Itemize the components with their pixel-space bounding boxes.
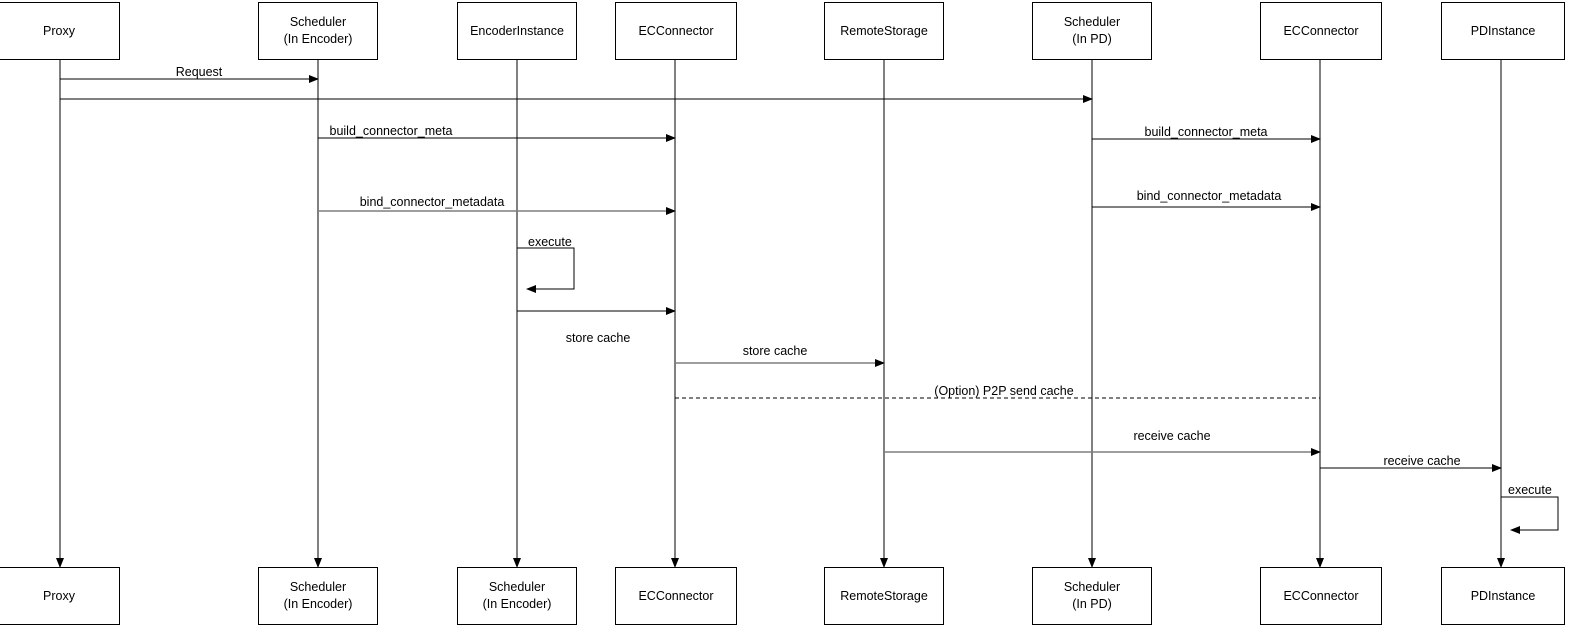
participant-bottom-sched_enc_b[interactable]: Scheduler (In Encoder) [258,567,378,625]
participant-top-remote_storage[interactable]: RemoteStorage [824,2,944,60]
participant-top-label: ECConnector [1283,23,1359,38]
participant-bottom-remote_storage_b[interactable]: RemoteStorage [824,567,944,625]
participant-top-label: Scheduler (In Encoder) [283,15,353,46]
lifelines-group [56,60,1505,568]
participant-top-encoder[interactable]: EncoderInstance [457,2,577,60]
participant-top-label: ECConnector [638,23,714,38]
participant-bottom-label: ECConnector [1283,588,1359,603]
participant-bottom-pdinstance_b[interactable]: PDInstance [1441,567,1565,625]
message-label-m1: Request [175,65,223,79]
participant-top-label: PDInstance [1470,23,1536,38]
participant-top-ecconn_right[interactable]: ECConnector [1260,2,1382,60]
message-label-m3: build_connector_meta [329,124,453,138]
self-messages-group [517,247,1559,534]
participant-bottom-ecconn_right_b[interactable]: ECConnector [1260,567,1382,625]
participant-bottom-label: Proxy [43,588,75,603]
message-label-m10: receive cache [1133,429,1211,443]
participant-bottom-proxy_b[interactable]: Proxy [0,567,120,625]
participant-top-label: Scheduler (In PD) [1063,15,1121,46]
participant-top-label: Proxy [43,23,75,38]
participant-top-ecconn_left[interactable]: ECConnector [615,2,737,60]
participant-top-sched_enc[interactable]: Scheduler (In Encoder) [258,2,378,60]
participant-bottom-sched_enc_b2[interactable]: Scheduler (In Encoder) [457,567,577,625]
self-message-s1 [517,247,575,293]
participant-top-pdinstance[interactable]: PDInstance [1441,2,1565,60]
participant-bottom-label: Scheduler (In Encoder) [283,580,353,611]
participant-top-label: RemoteStorage [840,23,928,38]
participant-bottom-label: Scheduler (In PD) [1063,580,1121,611]
message-label-m7: store cache [565,331,631,345]
self-message-label-s1: execute [528,235,572,249]
message-label-m8: store cache [742,344,808,358]
message-label-m9: (Option) P2P send cache [934,384,1074,398]
message-label-m4: build_connector_meta [1144,125,1268,139]
participant-top-sched_pd[interactable]: Scheduler (In PD) [1032,2,1152,60]
self-message-label-s2: execute [1508,483,1552,497]
participant-bottom-label: PDInstance [1470,588,1536,603]
self-message-s2 [1501,496,1559,534]
messages-group [60,75,1502,472]
participant-bottom-label: Scheduler (In Encoder) [482,580,552,611]
participant-bottom-label: ECConnector [638,588,714,603]
message-label-m11: receive cache [1383,454,1461,468]
participant-bottom-sched_pd_b[interactable]: Scheduler (In PD) [1032,567,1152,625]
participant-bottom-ecconn_left_b[interactable]: ECConnector [615,567,737,625]
message-label-m5: bind_connector_metadata [359,195,505,209]
message-label-m6: bind_connector_metadata [1136,189,1282,203]
participant-bottom-label: RemoteStorage [840,588,928,603]
participant-top-label: EncoderInstance [470,23,564,38]
participant-top-proxy[interactable]: Proxy [0,2,120,60]
